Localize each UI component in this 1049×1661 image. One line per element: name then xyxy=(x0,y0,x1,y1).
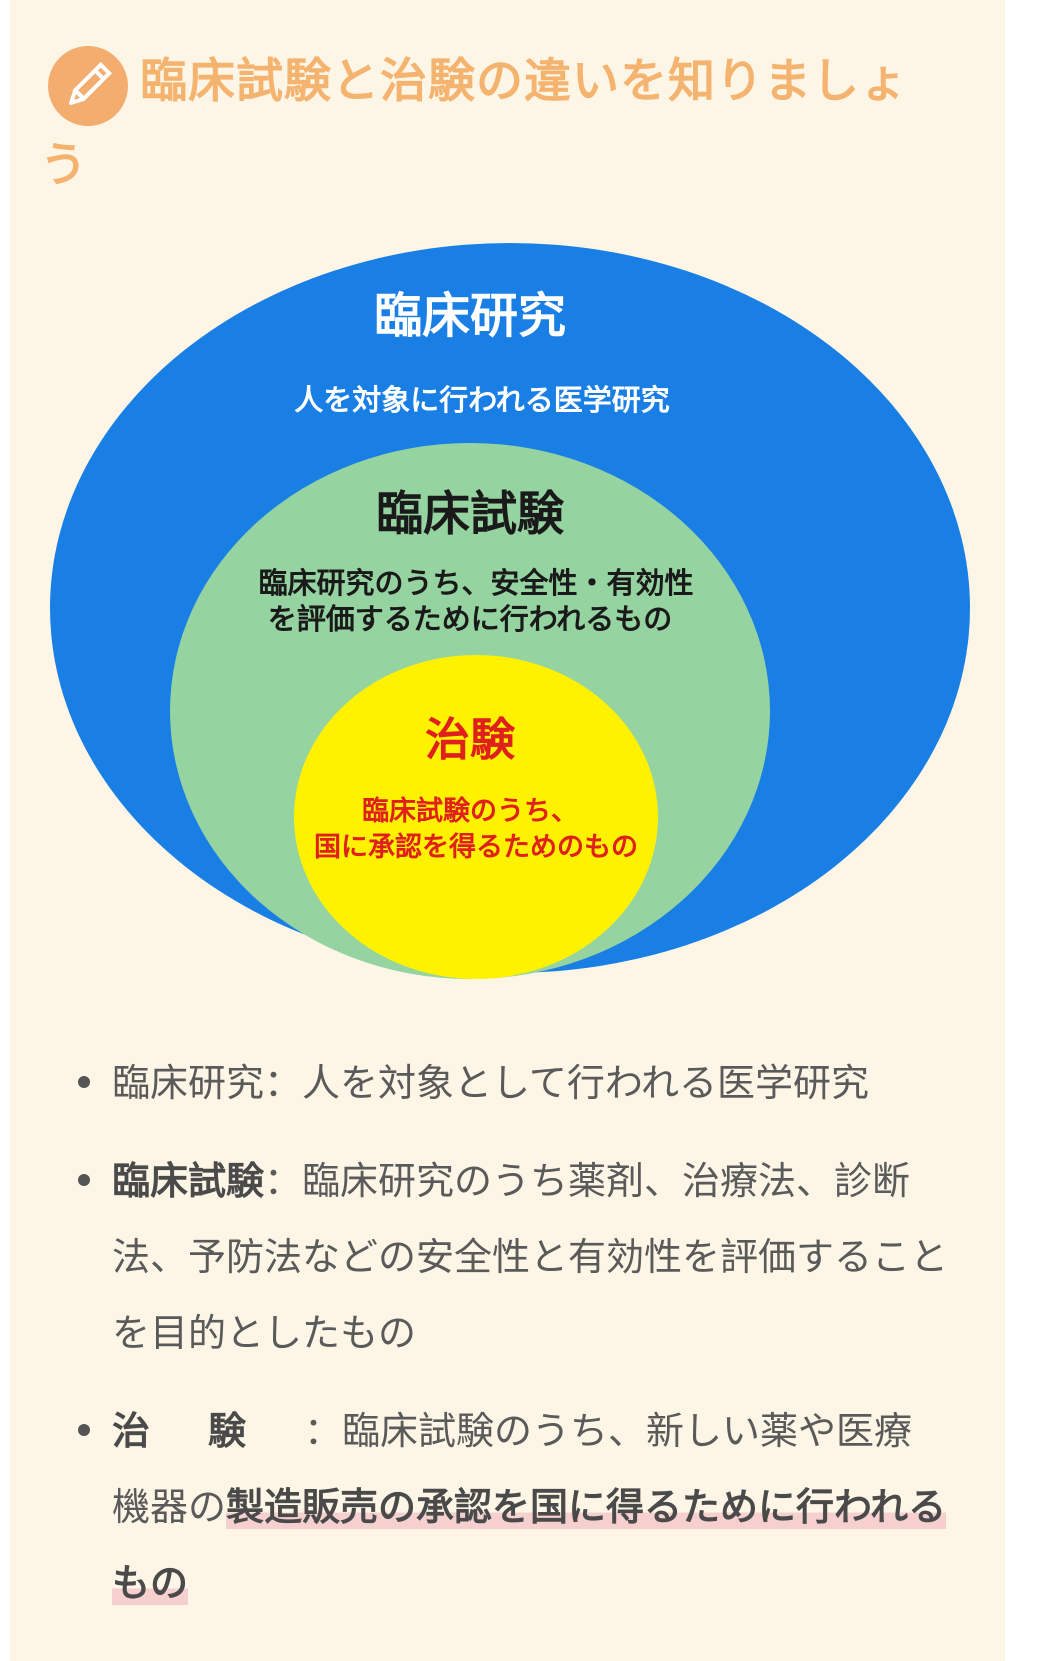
outer-desc: 人を対象に行われる医学研究 xyxy=(294,383,670,417)
definition-text: 臨床研究のうち薬剤、治療法、診断法、予防法などの安全性と有効性を評価することを目… xyxy=(112,1159,949,1355)
definition-separator: ： xyxy=(264,1159,303,1203)
definition-term: 臨床試験 xyxy=(112,1159,265,1203)
pencil-icon xyxy=(48,46,128,126)
bullet-icon xyxy=(78,1174,90,1186)
definition-list: 臨床研究：人を対象として行われる医学研究 臨床試験：臨床研究のうち薬剤、治療法、… xyxy=(70,1045,950,1643)
inner-desc-line1: 臨床試験のうち、 xyxy=(362,795,578,827)
definition-text: 臨床試験のうち、新しい薬や医療機器の xyxy=(112,1409,913,1529)
middle-desc-line1: 臨床研究のうち、安全性・有効性 xyxy=(258,566,693,600)
venn-diagram: 臨床研究 人を対象に行われる医学研究 臨床試験 臨床研究のうち、安全性・有効性 … xyxy=(48,228,972,1038)
inner-title: 治験 xyxy=(425,713,516,766)
definition-term: 治験 xyxy=(112,1409,305,1453)
definition-term: 臨床研究 xyxy=(112,1061,265,1105)
bullet-icon xyxy=(78,1424,90,1436)
highlighted-text: 製造販売の承認を国に得るために行われるもの xyxy=(112,1485,947,1605)
inner-desc-line2: 国に承認を得るためのもの xyxy=(314,831,638,863)
list-item: 臨床研究：人を対象として行われる医学研究 xyxy=(70,1045,950,1121)
list-item: 治験：臨床試験のうち、新しい薬や医療機器の製造販売の承認を国に得るために行われる… xyxy=(70,1393,950,1621)
inner-circle-chiken xyxy=(294,655,658,979)
definition-text: 人を対象として行われる医学研究 xyxy=(302,1061,869,1105)
list-item: 臨床試験：臨床研究のうち薬剤、治療法、診断法、予防法などの安全性と有効性を評価す… xyxy=(70,1143,950,1371)
definition-separator: ： xyxy=(264,1061,303,1105)
bullet-icon xyxy=(78,1076,90,1088)
section-heading: 臨床試験と治験の違いを知りましょう xyxy=(40,54,908,193)
outer-title: 臨床研究 xyxy=(374,288,566,344)
middle-desc-line2: を評価するために行われるもの xyxy=(268,602,673,636)
middle-title: 臨床試験 xyxy=(376,487,565,542)
definition-separator: ： xyxy=(304,1409,343,1453)
